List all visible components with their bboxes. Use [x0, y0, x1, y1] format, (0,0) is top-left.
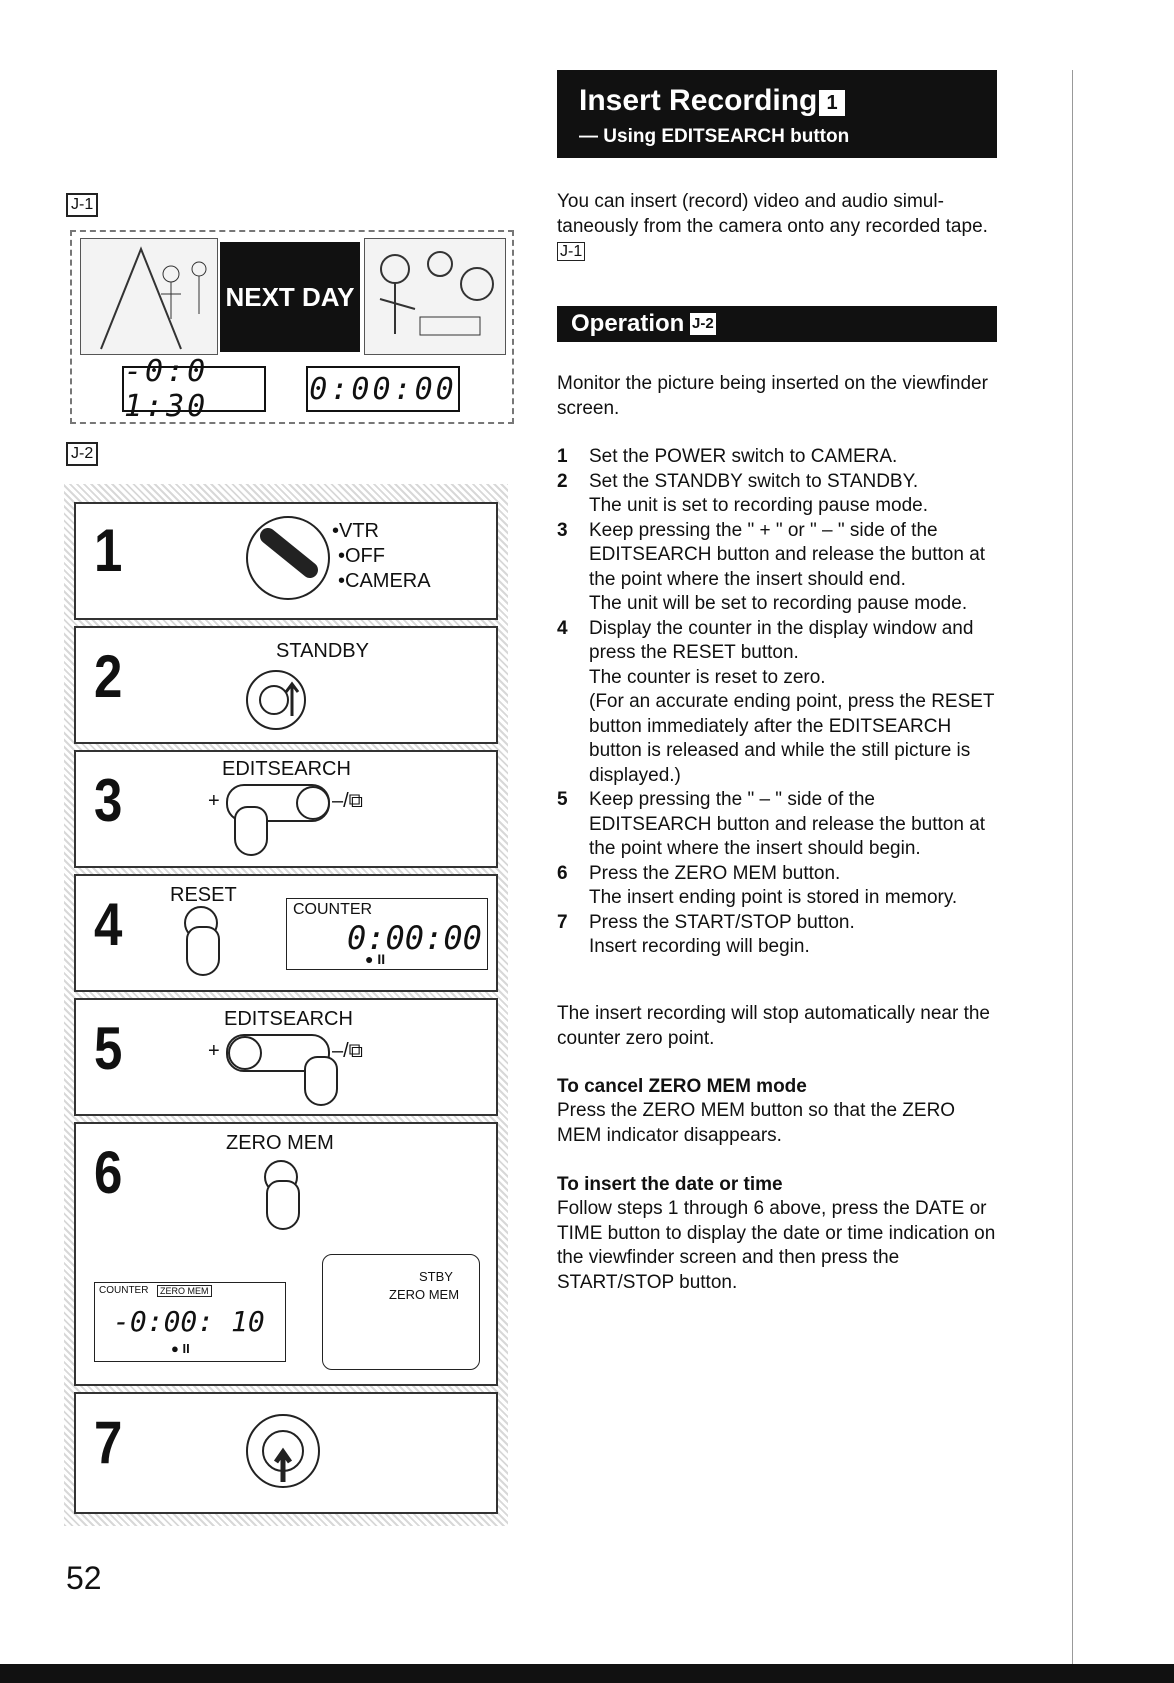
counter-right-display: 0:00:00	[306, 366, 460, 412]
tree-children-icon	[100, 246, 207, 350]
plus-sign: +	[208, 1040, 220, 1062]
step-number: 4	[94, 891, 123, 958]
step-2-panel: 2 STANDBY	[74, 626, 498, 744]
record-pause-indicator: ● II	[365, 951, 386, 967]
step-number: 7	[94, 1409, 123, 1476]
step-4-panel: 4 RESET COUNTER 0:00:00 ● II	[74, 874, 498, 992]
step-number: 5	[94, 1015, 123, 1082]
vf-zero-mem-indicator: ZERO MEM	[389, 1287, 460, 1302]
counter-display: COUNTER 0:00:00 ● II	[286, 898, 488, 970]
editsearch-label: EDITSEARCH	[224, 1008, 353, 1030]
record-pause-indicator: ● II	[171, 1341, 190, 1356]
intro-figure-tag: J-1	[557, 242, 586, 261]
counter-value: 0:00:00	[347, 919, 482, 957]
sketch-right	[364, 238, 506, 355]
step-number: 6	[94, 1139, 123, 1206]
operation-heading: Operation	[571, 310, 685, 337]
editsearch-label: EDITSEARCH	[222, 758, 351, 780]
finger-press-icon	[186, 926, 220, 976]
standby-label: STANDBY	[276, 640, 369, 662]
section-subtitle: — Using EDITSEARCH button	[579, 126, 850, 147]
people-table-icon	[379, 251, 494, 336]
power-switch-icon	[246, 516, 330, 600]
lcd-display: COUNTER ZERO MEM -0:00: 10 ● II	[94, 1282, 286, 1362]
step-7-panel: 7	[74, 1392, 498, 1514]
page-number: 52	[66, 1560, 102, 1596]
counter-label: COUNTER	[293, 901, 373, 918]
intro-paragraph: You can insert (record) video and audio …	[557, 190, 997, 265]
step-number: 1	[94, 517, 123, 584]
plus-sign: +	[208, 790, 220, 812]
minus-sign: –/⧉	[332, 1040, 363, 1062]
auto-stop-paragraph: The insert recording will stop automatic…	[557, 1003, 990, 1049]
next-day-scene: NEXT DAY -0:0 1:30 0:00:00	[70, 230, 514, 424]
cancel-heading: To cancel ZERO MEM mode	[557, 1076, 807, 1097]
margin-line	[1072, 70, 1073, 1670]
figure-tag-j1: J-1	[66, 193, 99, 217]
step-3-panel: 3 EDITSEARCH + –/⧉	[74, 750, 498, 868]
step-1-panel: 1 •VTR •OFF •CAMERA	[74, 502, 498, 620]
finger-press-icon	[266, 1180, 300, 1230]
editsearch-button-icon	[226, 784, 330, 822]
finger-press-icon	[234, 806, 268, 856]
step-6-panel: 6 ZERO MEM COUNTER ZERO MEM -0:00: 10 ● …	[74, 1122, 498, 1386]
minus-sign: –/⧉	[332, 790, 363, 812]
monitor-paragraph: Monitor the picture being inserted on th…	[557, 373, 988, 419]
sketch-left	[80, 238, 218, 355]
lcd-counter-label: COUNTER	[99, 1285, 149, 1296]
operation-figure-tag: J-2	[690, 313, 716, 335]
intro-text: You can insert (record) video and audio …	[557, 191, 988, 237]
power-option-off: •OFF	[338, 545, 385, 567]
step-number: 2	[94, 643, 123, 710]
viewfinder-display: STBY ZERO MEM	[322, 1254, 480, 1370]
stby-indicator: STBY	[419, 1269, 453, 1284]
zero-mem-indicator: ZERO MEM	[157, 1285, 212, 1297]
date-heading: To insert the date or time	[557, 1174, 783, 1195]
step-5-panel: 5 EDITSEARCH + –/⧉	[74, 998, 498, 1116]
editsearch-button-icon	[226, 1034, 330, 1072]
figure-tag-j2: J-2	[66, 442, 99, 466]
next-day-caption: NEXT DAY	[220, 242, 360, 352]
standby-switch-icon	[246, 670, 306, 730]
page-bottom-edge	[0, 1664, 1174, 1683]
date-paragraph: Follow steps 1 through 6 above, press th…	[557, 1198, 996, 1293]
power-option-vtr: •VTR	[332, 520, 380, 542]
section-title-badge: 1	[819, 90, 845, 116]
zero-mem-label: ZERO MEM	[226, 1132, 334, 1154]
step-number: 3	[94, 767, 123, 834]
lcd-counter-value: -0:00: 10	[113, 1305, 265, 1338]
reset-label: RESET	[170, 884, 237, 906]
operation-heading-box: Operation J-2	[557, 306, 997, 342]
power-option-camera: •CAMERA	[338, 570, 431, 592]
finger-press-icon	[304, 1056, 338, 1106]
start-stop-button-icon	[246, 1414, 320, 1488]
counter-left-display: -0:0 1:30	[122, 354, 266, 422]
section-title: Insert Recording	[579, 84, 818, 117]
section-title-box: Insert Recording 1 — Using EDITSEARCH bu…	[557, 70, 997, 158]
cancel-paragraph: Press the ZERO MEM button so that the ZE…	[557, 1100, 956, 1146]
